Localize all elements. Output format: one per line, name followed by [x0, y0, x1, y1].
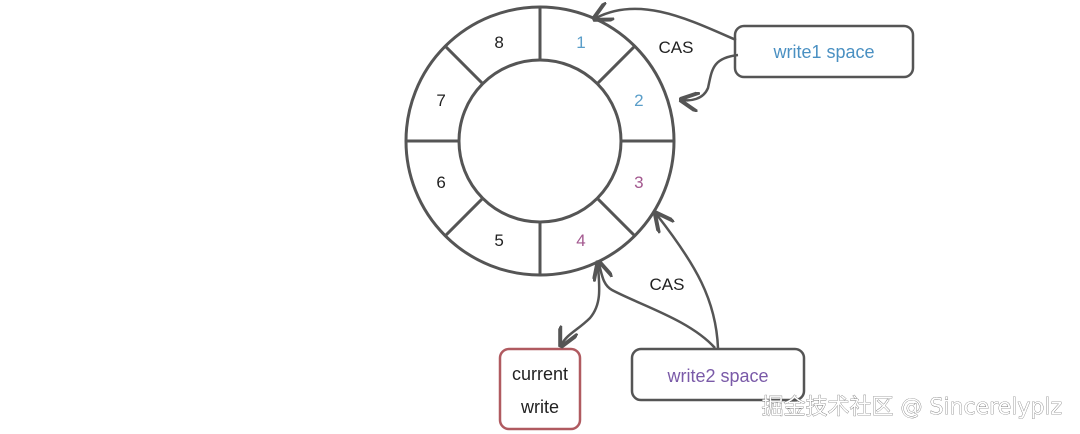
current-write-box: current write [498, 347, 582, 431]
write2-space-box: write2 space [630, 347, 806, 402]
ring-dividers [406, 7, 674, 275]
ring-divider [596, 197, 636, 237]
current-write-rect [498, 347, 582, 431]
ring-divider [444, 197, 484, 237]
arrow-to-segment-4 [599, 264, 716, 349]
write1-space-box: write1 space [733, 24, 915, 79]
ring-divider [596, 45, 636, 85]
ring-segment-label-8: 8 [494, 33, 503, 52]
write1-space-label: write1 space [772, 42, 874, 62]
arrow-to-segment-2 [683, 53, 739, 100]
write2-space-rect [630, 347, 806, 402]
ring-segment-label-2: 2 [634, 91, 643, 110]
ring-segment-label-6: 6 [436, 173, 445, 192]
ring-segment-label-1: 1 [576, 33, 585, 52]
watermark: 掘金技术社区 @ Sincerelyplz [762, 395, 1063, 420]
cas-label-bottom: CAS [650, 275, 685, 294]
current-write-line2: write [520, 397, 559, 417]
ring-segment-label-4: 4 [576, 231, 585, 250]
ring-inner-circle [457, 58, 623, 224]
ring-divider [444, 45, 484, 85]
current-write-line1: current [512, 364, 568, 384]
cas-arrow-to-segment-3 [657, 215, 720, 349]
write2-space-label: write2 space [666, 366, 768, 386]
arrows [562, 9, 739, 349]
ring-segment-label-5: 5 [494, 231, 503, 250]
ring-buffer: 1 2 3 4 5 6 7 8 [404, 5, 676, 277]
ring-segment-label-7: 7 [436, 91, 445, 110]
ring-segment-labels: 1 2 3 4 5 6 7 8 [436, 33, 643, 250]
ring-segment-label-3: 3 [634, 173, 643, 192]
arrow-to-current-write [562, 265, 601, 344]
cas-label-top: CAS [659, 38, 694, 57]
write1-space-rect [733, 24, 915, 79]
cas-arrow-to-segment-1 [596, 9, 737, 42]
